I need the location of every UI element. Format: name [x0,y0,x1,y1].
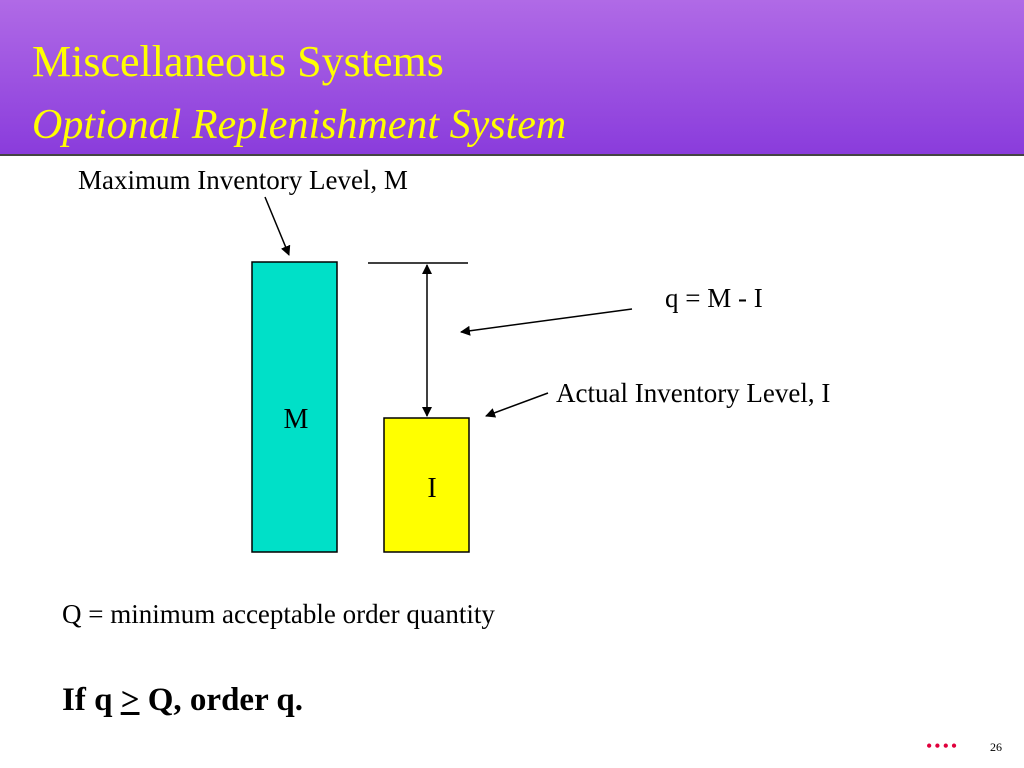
actual-inventory-bar-label: I [427,473,436,504]
max-inventory-label: Maximum Inventory Level, M [78,165,408,195]
min-order-definition: Q = minimum acceptable order quantity [62,599,495,629]
difference-label: q = M - I [665,283,763,313]
actual-inventory-pointer [485,392,549,418]
title-bar [0,0,1024,154]
footer-dots-icon: •••• [926,736,960,756]
max-inventory-bar-label: M [284,404,309,435]
difference-pointer [460,308,633,336]
order-rule-suffix: Q, order q. [139,682,303,718]
greater-or-equal-symbol: > [120,682,140,718]
slide-title: Miscellaneous Systems [32,37,444,86]
order-rule: If q > Q, order q. [62,680,303,720]
max-inventory-bar [251,261,338,553]
actual-inventory-bar [383,417,470,553]
page-number: 26 [990,740,1002,754]
actual-inventory-label: Actual Inventory Level, I [556,378,830,408]
max-inventory-pointer [264,196,291,256]
slide-subtitle: Optional Replenishment System [32,102,567,148]
title-divider [0,154,1024,156]
order-rule-prefix: If q [62,682,121,718]
